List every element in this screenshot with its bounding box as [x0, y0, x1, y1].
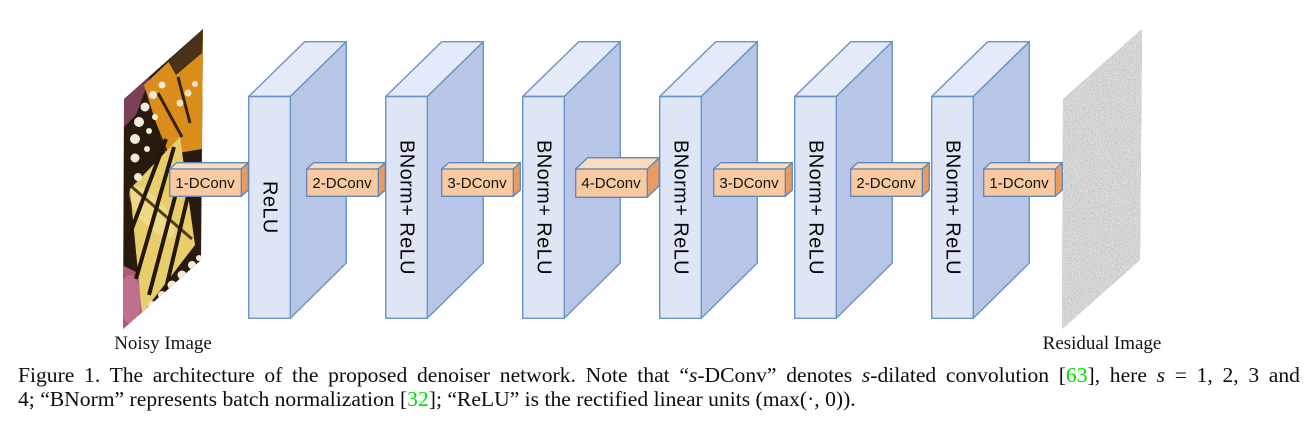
layer-slab-bnorm-relu-1: BNorm+ ReLU [385, 41, 484, 319]
caption-text-run: s [861, 363, 871, 387]
layer-slab-bnorm-relu-5: BNorm+ ReLU [931, 41, 1030, 319]
caption-text-run: Figure 1. The architecture of the propos… [18, 363, 689, 387]
caption-text-run: 4; “BNorm” represents batch normalizatio… [18, 387, 408, 412]
noisy-image-label: Noisy Image [114, 333, 212, 354]
caption-text-run: ], here [1087, 363, 1157, 387]
figure-caption: Figure 1. The architecture of the propos… [18, 363, 1300, 412]
layer-label: BNorm+ ReLU [532, 139, 555, 275]
caption-text-run: = 1, 2, 3 and [1165, 363, 1300, 387]
caption-text-run: -DConv” denotes [697, 363, 862, 387]
conv-box-3-dconv-b: 3-DConv [713, 162, 793, 197]
layer-label: ReLU [258, 180, 281, 234]
layer-label: BNorm+ ReLU [804, 139, 827, 275]
caption-line-1: Figure 1. The architecture of the propos… [18, 363, 1300, 387]
conv-box-label: 3-DConv [447, 174, 507, 192]
citation-32-link[interactable]: 32 [407, 387, 429, 412]
layer-slab-bnorm-relu-4: BNorm+ ReLU [794, 41, 893, 319]
conv-box-label: 3-DConv [719, 174, 779, 192]
layer-label: BNorm+ ReLU [941, 139, 964, 275]
layer-slab-bnorm-relu-3: BNorm+ ReLU [659, 41, 758, 319]
conv-box-2-dconv-a: 2-DConv [306, 162, 386, 197]
residual-image-label: Residual Image [1042, 333, 1162, 354]
conv-box-label: 1-DConv [175, 174, 235, 192]
conv-box-1-dconv-a: 1-DConv [169, 162, 249, 197]
conv-box-4-dconv: 4-DConv [575, 157, 660, 198]
conv-box-label: 4-DConv [581, 174, 641, 192]
residual-image [1062, 29, 1142, 329]
citation-63-link[interactable]: 63 [1065, 363, 1088, 387]
layer-label: BNorm+ ReLU [395, 139, 418, 275]
conv-box-label: 2-DConv [856, 174, 916, 192]
layer-slab-relu: ReLU [248, 41, 347, 319]
conv-box-2-dconv-b: 2-DConv [850, 162, 930, 197]
layer-slab-bnorm-relu-2: BNorm+ ReLU [522, 41, 621, 319]
caption-text-run: s [1156, 363, 1166, 387]
conv-box-label: 2-DConv [312, 174, 372, 192]
caption-text-run: -dilated convolution [ [870, 363, 1066, 387]
caption-line-2: 4; “BNorm” represents batch normalizatio… [18, 387, 1300, 411]
conv-box-3-dconv-a: 3-DConv [441, 162, 521, 197]
caption-text-run: s [688, 363, 698, 387]
conv-box-label: 1-DConv [989, 174, 1049, 192]
layer-label: BNorm+ ReLU [669, 139, 692, 275]
conv-box-1-dconv-b: 1-DConv [983, 162, 1063, 197]
caption-text-run: ]; “ReLU” is the rectified linear units … [428, 387, 856, 412]
